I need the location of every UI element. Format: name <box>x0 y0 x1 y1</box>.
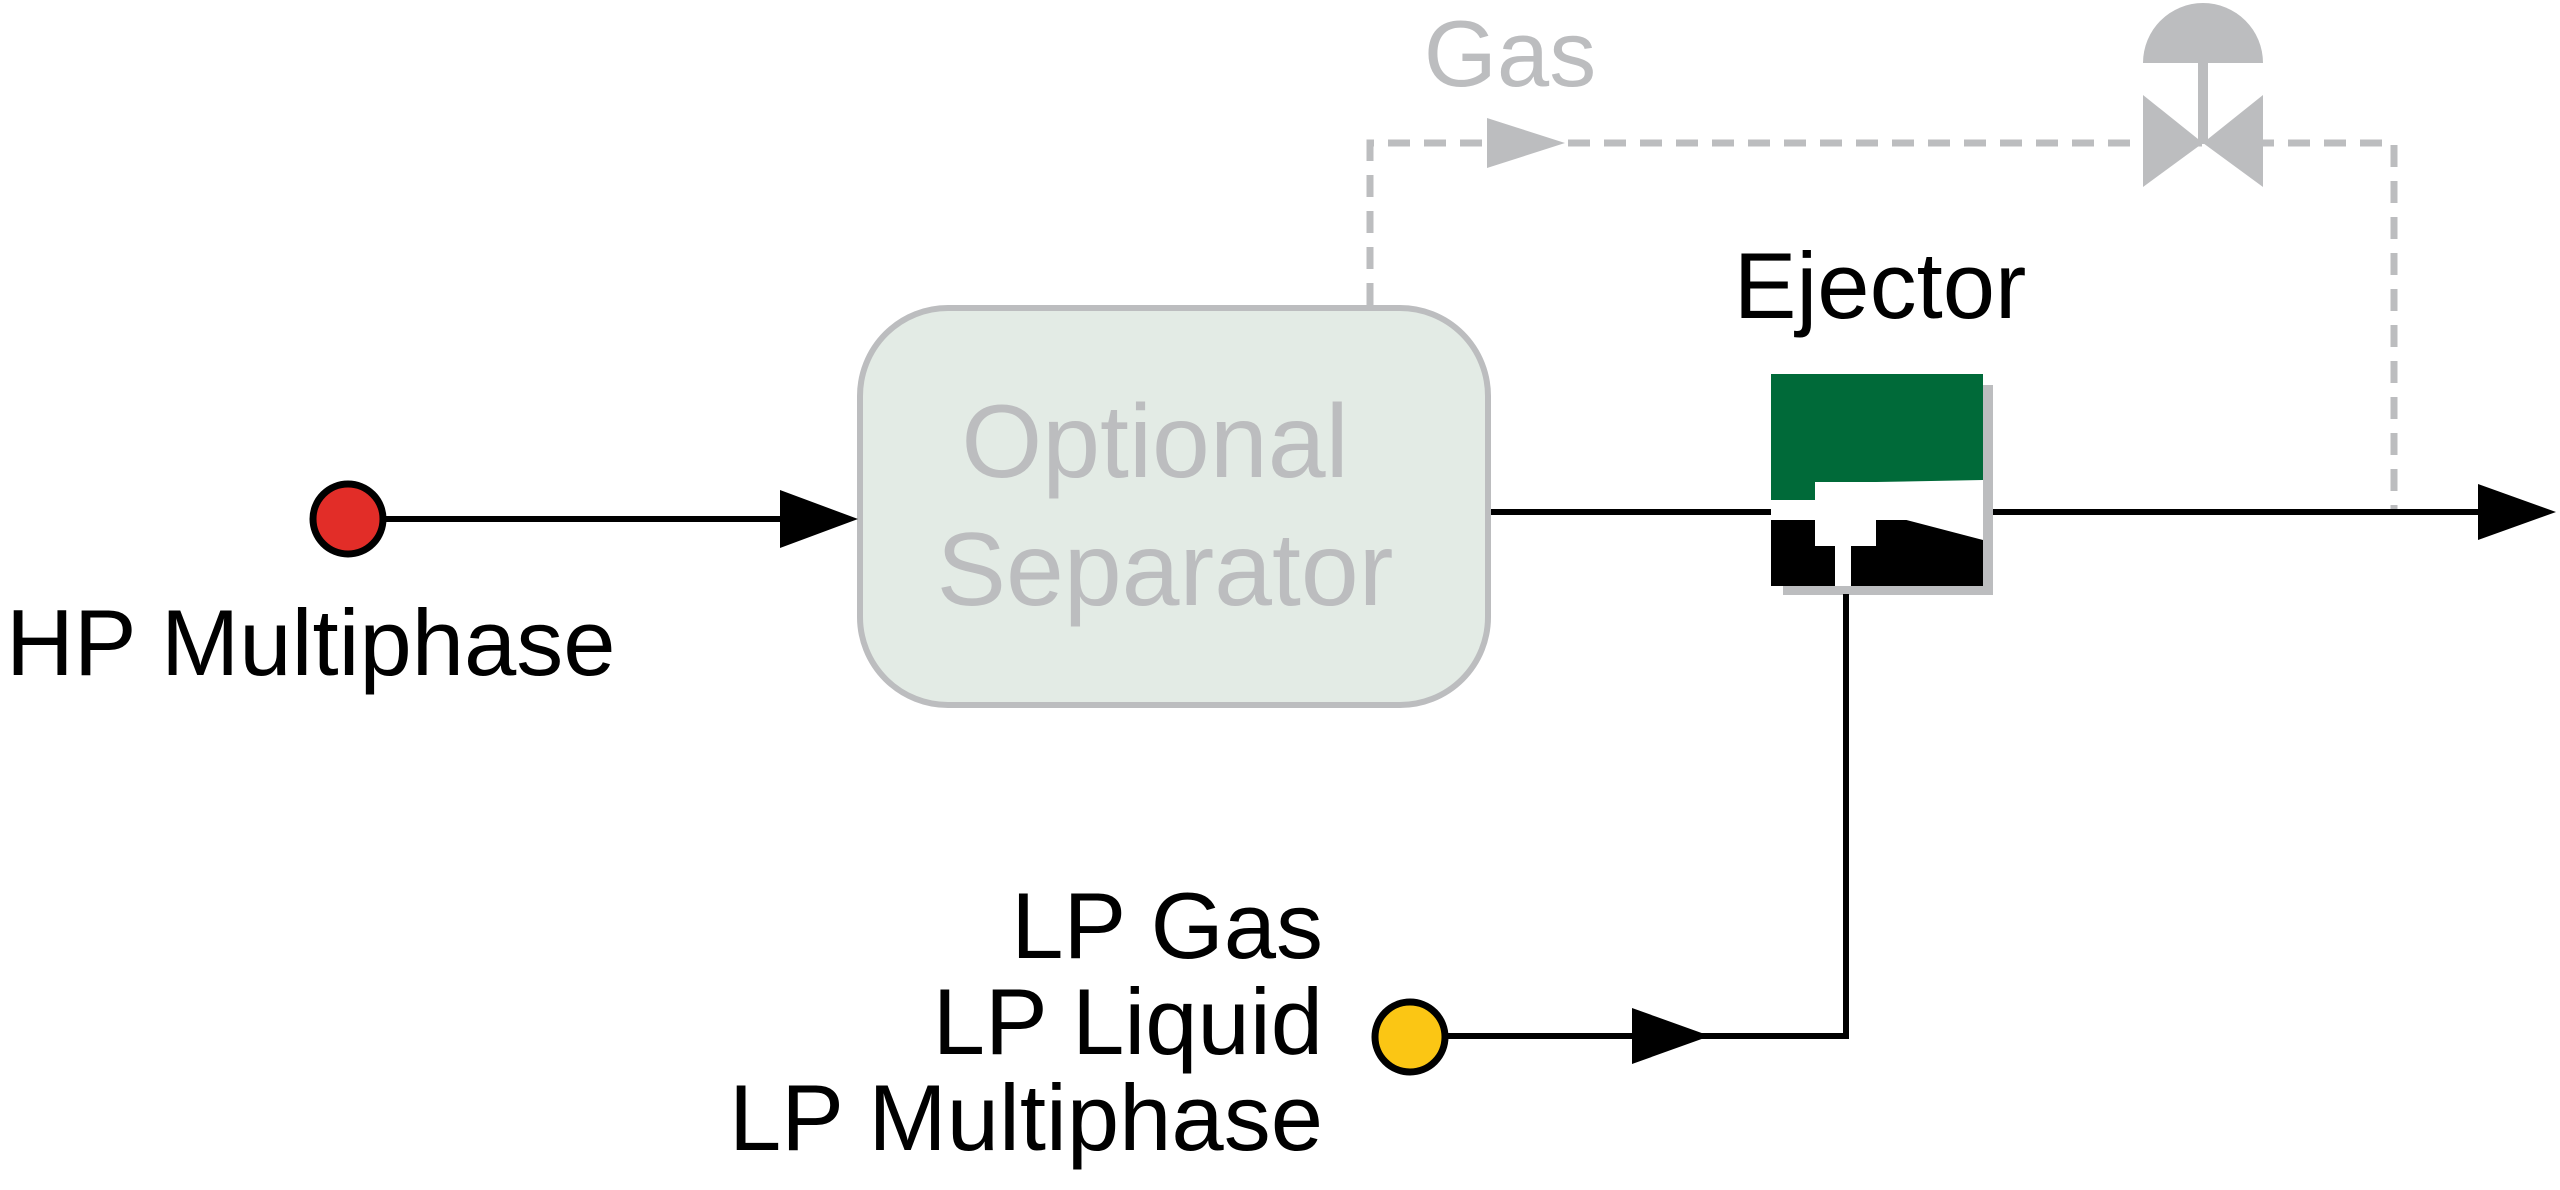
gas-flow-arrow <box>1487 118 1565 168</box>
hp-node-icon <box>309 480 387 558</box>
gas-bypass-path: Gas <box>1366 1 2398 512</box>
hp-flow-arrow <box>780 490 858 548</box>
gas-label: Gas <box>1424 1 1596 106</box>
separator-box <box>857 305 1491 708</box>
hp-source-label: HP Multiphase <box>6 590 616 695</box>
outlet-flow-arrow <box>2478 484 2556 540</box>
ejector-icon: Ejector <box>1734 233 2027 595</box>
ejector-label: Ejector <box>1734 233 2027 338</box>
ejector-top-half <box>1771 374 1983 503</box>
control-valve-icon <box>2143 3 2263 187</box>
ejector-nozzle-right <box>1876 480 1983 540</box>
separator-label-line2: Separator <box>937 512 1394 628</box>
gas-bypass-line <box>1366 139 2398 512</box>
lp-label-line1: LP Gas <box>1011 873 1323 978</box>
lp-label-line2: LP Liquid <box>933 969 1323 1074</box>
lp-suction-line <box>1447 594 1849 1039</box>
optional-separator: Optional Separator <box>857 305 1491 708</box>
lp-inlet: LP Gas LP Liquid LP Multiphase <box>729 594 1849 1170</box>
separator-label-line1: Optional <box>961 384 1348 500</box>
main-flow <box>1491 484 2556 540</box>
ejector-nozzle-left <box>1771 482 1876 586</box>
lp-label-line3: LP Multiphase <box>729 1065 1323 1170</box>
lp-node-icon <box>1371 998 1449 1076</box>
lp-flow-arrow <box>1632 1008 1710 1064</box>
hp-inlet: HP Multiphase <box>6 480 858 695</box>
